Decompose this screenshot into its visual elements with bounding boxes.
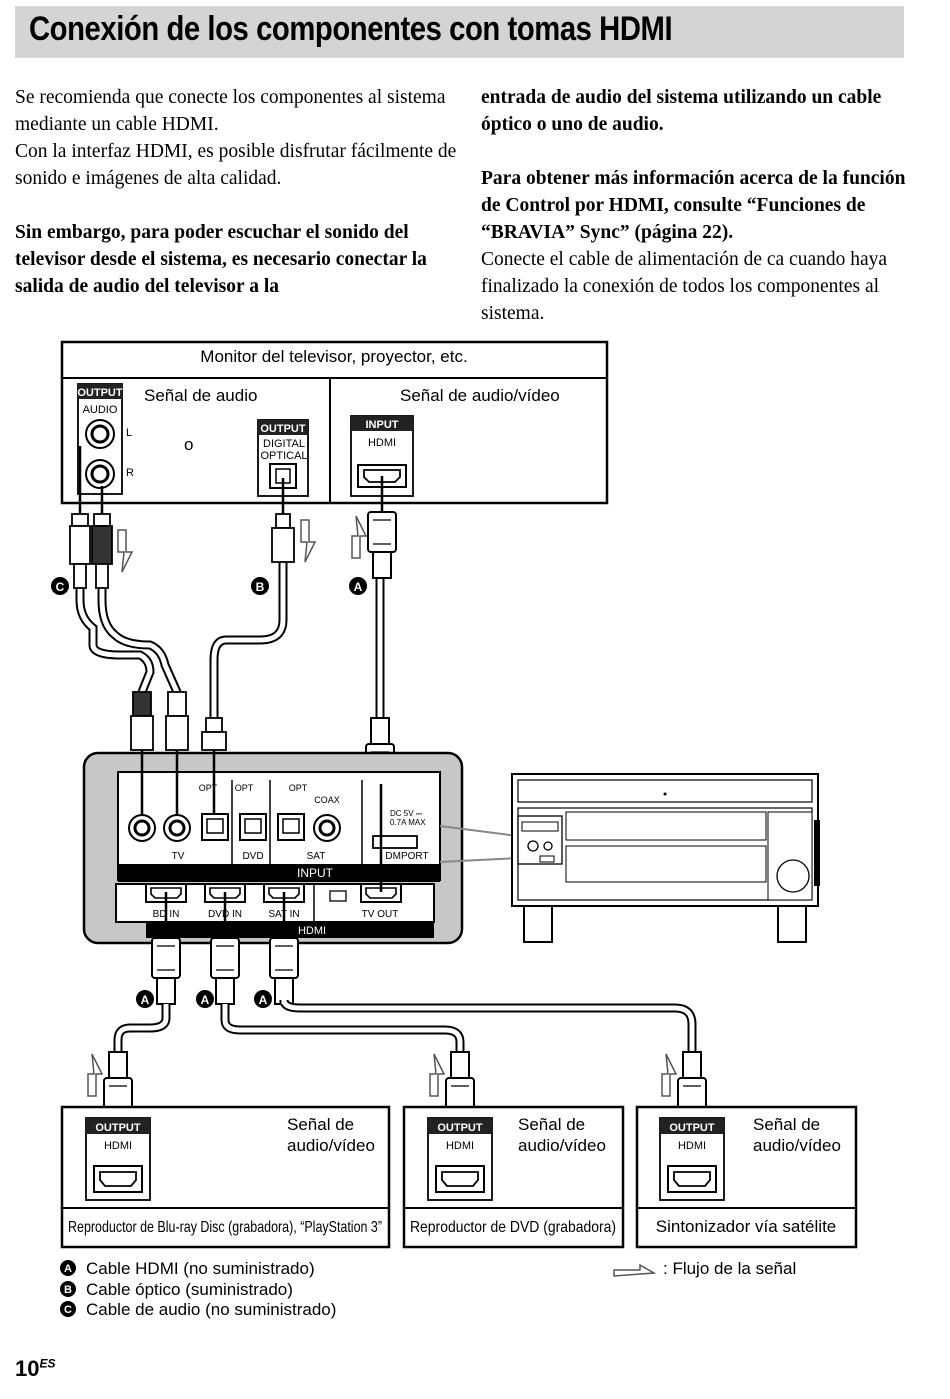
svg-text:A: A [259, 993, 268, 1007]
svg-text:A: A [354, 580, 363, 594]
intro-paragraph-2: Con la interfaz HDMI, es posible disfrut… [15, 141, 457, 189]
tv-optical-output-tag: OUTPUT [260, 423, 306, 435]
legend-b: B Cable óptico (suministrado) [60, 1280, 293, 1299]
tv-digital-label: DIGITAL [263, 438, 305, 450]
intro-right-column: entrada de audio del sistema utilizando … [481, 84, 921, 327]
marker-a-top: A [349, 577, 367, 595]
svg-text:A: A [64, 1263, 72, 1275]
svg-text:B: B [256, 580, 265, 594]
source-dvd-signal-line2: audio/vídeo [518, 1136, 606, 1155]
intro-paragraph-3-bold-continued: entrada de audio del sistema utilizando … [481, 87, 882, 135]
tv-audio-signal-label: Señal de audio [144, 386, 257, 405]
source-sat-signal-line2: audio/vídeo [753, 1136, 841, 1155]
source-bd-signal-line1: Señal de [287, 1115, 354, 1134]
source-dvd-name: Reproductor de DVD (grabadora) [410, 1219, 616, 1236]
receiver-sat-label: SAT [307, 851, 326, 862]
source-dvd-signal-line1: Señal de [518, 1115, 585, 1134]
intro-paragraph-4-bold: Para obtener más información acerca de l… [481, 168, 906, 243]
svg-text:Cable HDMI (no suministrado): Cable HDMI (no suministrado) [86, 1259, 315, 1278]
receiver-dvd-label: DVD [242, 851, 263, 862]
intro-paragraph-5: Conecte el cable de alimentación de ca c… [481, 249, 888, 324]
tv-audio-label: AUDIO [83, 404, 118, 416]
receiver-opt-label-2: OPT [235, 783, 254, 793]
tv-r-label: R [126, 467, 134, 479]
legend-flow: : Flujo de la señal [613, 1259, 796, 1278]
receiver-input-label: INPUT [297, 866, 334, 880]
svg-text:C: C [56, 580, 65, 594]
source-dvd-output-tag: OUTPUT [437, 1122, 483, 1134]
receiver-dc-label-1: DC 5V ⎓ [390, 809, 423, 818]
marker-a-sat: A [254, 990, 272, 1008]
legend-a: A Cable HDMI (no suministrado) [60, 1259, 315, 1278]
source-sat-signal-line1: Señal de [753, 1115, 820, 1134]
source-bd-name: Reproductor de Blu-ray Disc (grabadora),… [68, 1219, 382, 1236]
receiver-unit-illustration [511, 773, 820, 943]
svg-text:B: B [64, 1284, 72, 1296]
tv-av-signal-label: Señal de audio/vídeo [400, 386, 560, 405]
intro-paragraph-3-bold: Sin embargo, para poder escuchar el soni… [15, 222, 427, 297]
page-number: 10ES [15, 1356, 56, 1381]
intro-paragraph-1: Se recomienda que conecte los componente… [15, 87, 446, 135]
source-bd-output-tag: OUTPUT [95, 1122, 141, 1134]
or-text: o [184, 435, 193, 454]
source-box-bd: OUTPUT HDMI Señal de audio/vídeo Reprodu… [60, 1105, 391, 1249]
title-bar: Conexión de los componentes con tomas HD… [15, 6, 904, 58]
receiver-tv-label: TV [172, 851, 185, 862]
marker-c-top: C [51, 577, 69, 595]
source-box-dvd: OUTPUT HDMI Señal de audio/vídeo Reprodu… [402, 1105, 625, 1249]
source-box-sat: OUTPUT HDMI Señal de audio/vídeo Sintoni… [635, 1105, 858, 1249]
source-sat-hdmi-port [667, 1165, 717, 1193]
receiver-tv-out-label: TV OUT [362, 909, 399, 920]
receiver-dc-label-2: 0.7A MAX [390, 818, 426, 827]
legend-c: C Cable de audio (no suministrado) [60, 1300, 336, 1319]
page-title: Conexión de los componentes con tomas HD… [29, 10, 673, 48]
svg-text:C: C [64, 1304, 72, 1316]
svg-text:A: A [141, 993, 150, 1007]
marker-a-dvd: A [196, 990, 214, 1008]
receiver-coax-label: COAX [314, 795, 340, 805]
svg-text:A: A [201, 993, 210, 1007]
svg-text:: Flujo de la señal: : Flujo de la señal [663, 1259, 796, 1278]
receiver-tv-out-port [360, 883, 402, 903]
tv-optical-label: OPTICAL [260, 450, 307, 462]
source-sat-name: Sintonizador vía satélite [656, 1217, 837, 1236]
tv-audio-output-tag: OUTPUT [77, 387, 123, 399]
source-sat-hdmi-label: HDMI [678, 1140, 706, 1152]
tv-l-label: L [126, 427, 132, 439]
receiver-opt-label-1: OPT [199, 783, 218, 793]
tv-hdmi-label: HDMI [368, 437, 396, 449]
marker-a-bd: A [136, 990, 154, 1008]
source-bd-signal-line2: audio/vídeo [287, 1136, 375, 1155]
receiver-dmport [372, 835, 418, 849]
source-dvd-hdmi-label: HDMI [446, 1140, 474, 1152]
source-sat-output-tag: OUTPUT [669, 1122, 715, 1134]
svg-text:Cable óptico (suministrado): Cable óptico (suministrado) [86, 1280, 293, 1299]
tv-box-title: Monitor del televisor, proyector, etc. [200, 347, 467, 366]
marker-b-top: B [251, 577, 269, 595]
source-bd-hdmi-label: HDMI [104, 1140, 132, 1152]
source-bd-hdmi-port [93, 1165, 143, 1193]
svg-text:Cable de audio (no suministrad: Cable de audio (no suministrado) [86, 1300, 336, 1319]
receiver-dmport-label: DMPORT [385, 851, 428, 862]
receiver-opt-label-3: OPT [289, 783, 308, 793]
flow-arrow-icon [613, 1263, 657, 1277]
receiver-hdmi-label: HDMI [298, 925, 326, 937]
tv-hdmi-input-tag: INPUT [366, 419, 399, 431]
intro-left-column: Se recomienda que conecte los componente… [15, 84, 460, 300]
source-dvd-hdmi-port [435, 1165, 485, 1193]
